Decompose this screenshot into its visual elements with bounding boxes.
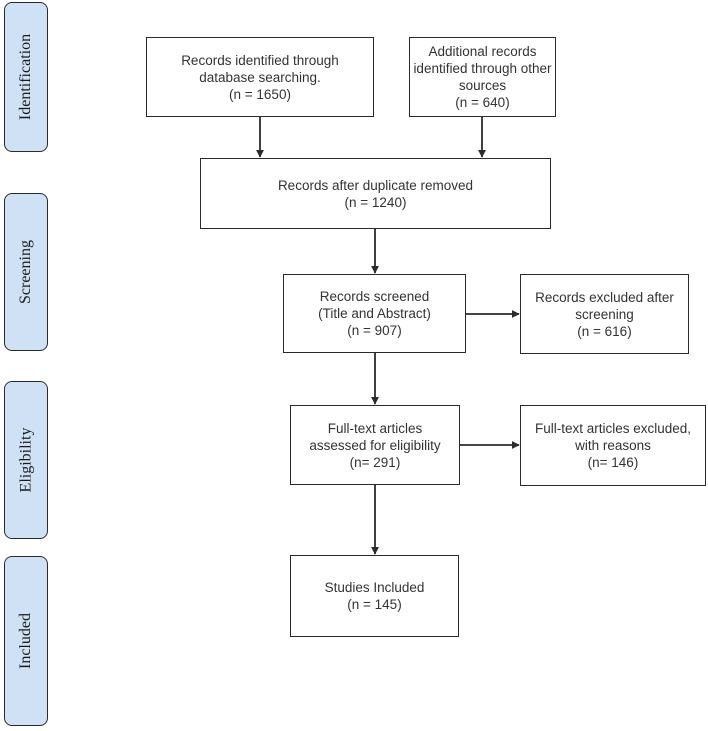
box-line: (n = 145) <box>347 597 402 612</box>
box-fulltext-excluded: Full-text articles excluded, with reason… <box>520 405 706 486</box>
box-line: sources <box>458 78 507 93</box>
box-line: (n= 291) <box>349 454 401 470</box>
box-database-records: Records identified through database sear… <box>146 37 374 117</box>
box-line: (n= 146) <box>587 455 639 470</box>
box-records-screened: Records screened (Title and Abstract) (n… <box>283 274 466 353</box>
box-line: (n = 1650) <box>229 86 291 102</box>
box-line: Full-text articles excluded, <box>534 421 692 436</box>
box-line: (Title and Abstract) <box>318 306 431 321</box>
box-line: assessed for eligibility <box>309 437 441 453</box>
phase-eligibility: Eligibility <box>4 381 48 539</box>
box-line: with reasons <box>575 438 651 453</box>
box-line: identified through other <box>413 61 552 76</box>
box-fulltext-assessed: Full-text articles assessed for eligibil… <box>290 405 460 485</box>
box-line: (n = 907) <box>347 323 402 338</box>
box-line: database searching. <box>199 69 321 85</box>
box-line: (n = 616) <box>577 323 632 339</box>
box-line: Records excluded after <box>535 289 674 305</box>
box-line: screening <box>575 306 634 322</box>
box-line: Full-text articles <box>327 420 423 436</box>
box-line: Additional records <box>428 44 537 59</box>
box-line: Studies Included <box>324 580 425 595</box>
box-line: Records after duplicate removed <box>277 177 474 193</box>
box-line: (n = 640) <box>455 95 510 110</box>
phase-identification: Identification <box>4 2 48 152</box>
box-after-duplicates: Records after duplicate removed (n = 124… <box>200 158 551 229</box>
box-other-source-records: Additional records identified through ot… <box>409 37 556 117</box>
box-excluded-screening: Records excluded after screening (n = 61… <box>520 274 689 354</box>
box-line: (n = 1240) <box>344 194 407 210</box>
box-line: Records screened <box>319 289 430 304</box>
phase-included: Included <box>4 556 48 726</box>
phase-screening: Screening <box>4 193 48 351</box>
box-line: Records identified through <box>181 52 339 68</box>
box-studies-included: Studies Included (n = 145) <box>290 555 459 637</box>
